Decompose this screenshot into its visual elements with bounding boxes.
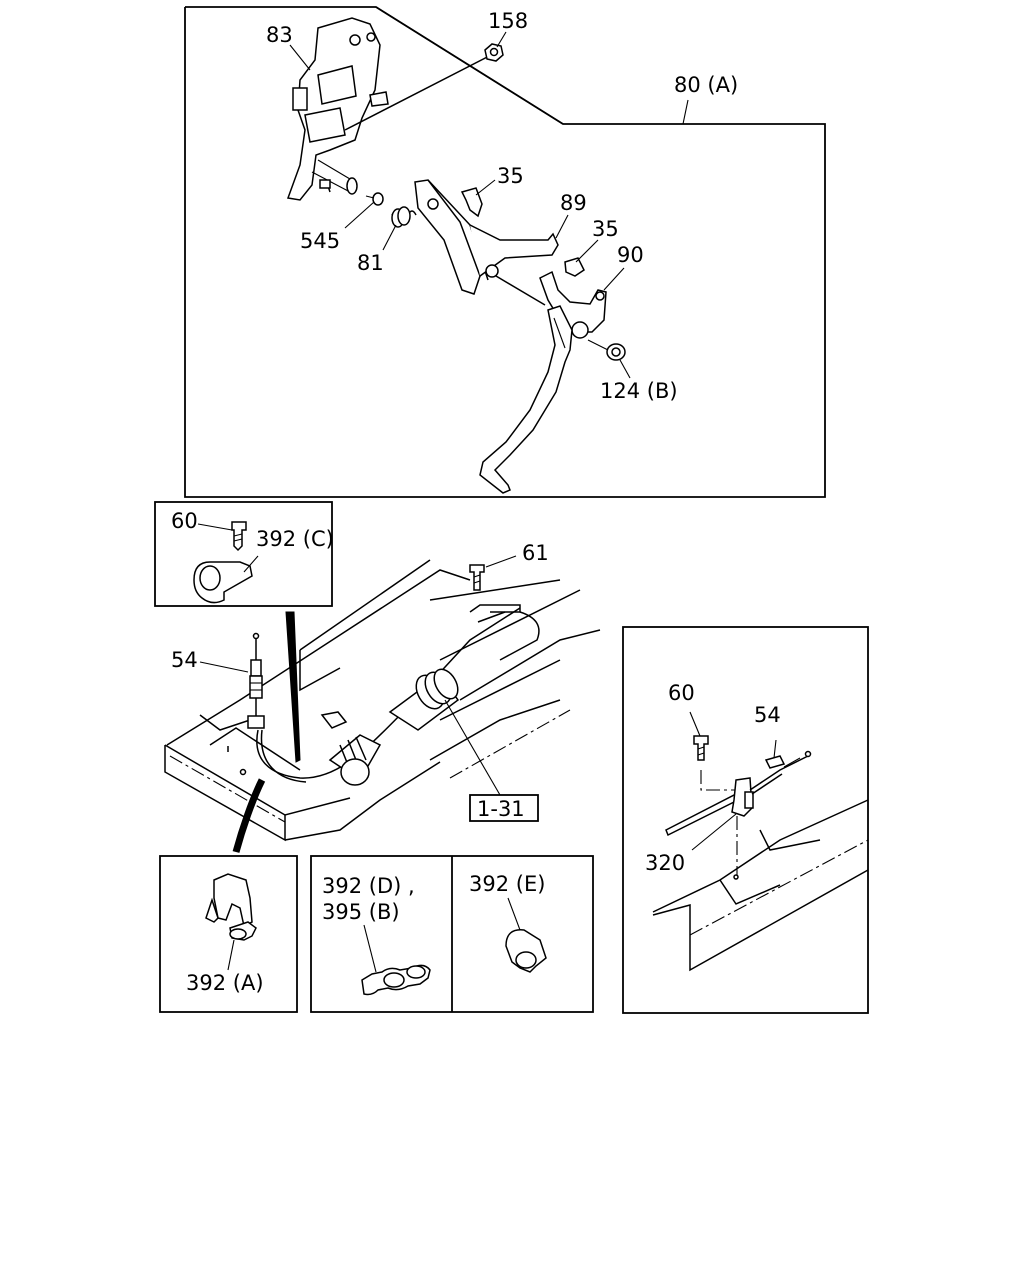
pivot-axis-line xyxy=(344,51,498,131)
label-392a: 392 (A) xyxy=(186,971,264,995)
label-61: 61 xyxy=(522,541,549,565)
lever-shaft xyxy=(285,611,301,763)
label-545: 545 xyxy=(300,229,340,253)
spring-81 xyxy=(391,206,417,228)
clamp-392e xyxy=(505,897,547,973)
bracket-320-inset xyxy=(622,626,869,1014)
cable-assembly xyxy=(256,604,521,786)
label-90: 90 xyxy=(617,243,644,267)
nut-158 xyxy=(484,43,504,62)
label-54-right: 54 xyxy=(754,703,781,727)
reference-1-31 xyxy=(444,699,539,822)
label-81: 81 xyxy=(357,251,384,275)
callout-labels: 83 158 80 (A) 35 545 89 81 35 90 124 (B)… xyxy=(171,9,781,995)
cable-black xyxy=(232,778,266,853)
cable-end-54 xyxy=(199,632,265,729)
label-35-top: 35 xyxy=(497,164,524,188)
label-392c: 392 (C) xyxy=(256,527,334,551)
label-158: 158 xyxy=(488,9,528,33)
clamp-392c-inset xyxy=(154,501,333,607)
bushing-124b xyxy=(587,339,626,361)
washer-545 xyxy=(372,192,384,206)
label-60-right: 60 xyxy=(668,681,695,705)
label-35-right: 35 xyxy=(592,217,619,241)
label-80a: 80 (A) xyxy=(674,73,738,97)
label-60-left: 60 xyxy=(171,509,198,533)
label-54-left: 54 xyxy=(171,648,198,672)
label-392e: 392 (E) xyxy=(469,872,545,896)
clamp-392a-inset xyxy=(159,855,298,1013)
label-320: 320 xyxy=(645,851,685,875)
pedal-bracket-83 xyxy=(286,17,389,201)
label-89: 89 xyxy=(560,191,587,215)
bolt-61 xyxy=(469,555,517,591)
label-1-31: 1-31 xyxy=(477,797,525,821)
label-392d: 392 (D) , xyxy=(322,874,415,898)
chassis-frame xyxy=(164,559,601,842)
clamp-392d-395b-inset xyxy=(310,855,594,1013)
clip-35-top xyxy=(460,187,483,218)
pedal-arm xyxy=(414,179,559,306)
pedal-lever xyxy=(479,305,573,494)
bracket-90 xyxy=(539,270,607,339)
label-124b: 124 (B) xyxy=(600,379,678,403)
label-395b: 395 (B) xyxy=(322,900,400,924)
leader-lines-top xyxy=(289,31,689,379)
label-83: 83 xyxy=(266,23,293,47)
clip-35-right xyxy=(564,257,585,277)
